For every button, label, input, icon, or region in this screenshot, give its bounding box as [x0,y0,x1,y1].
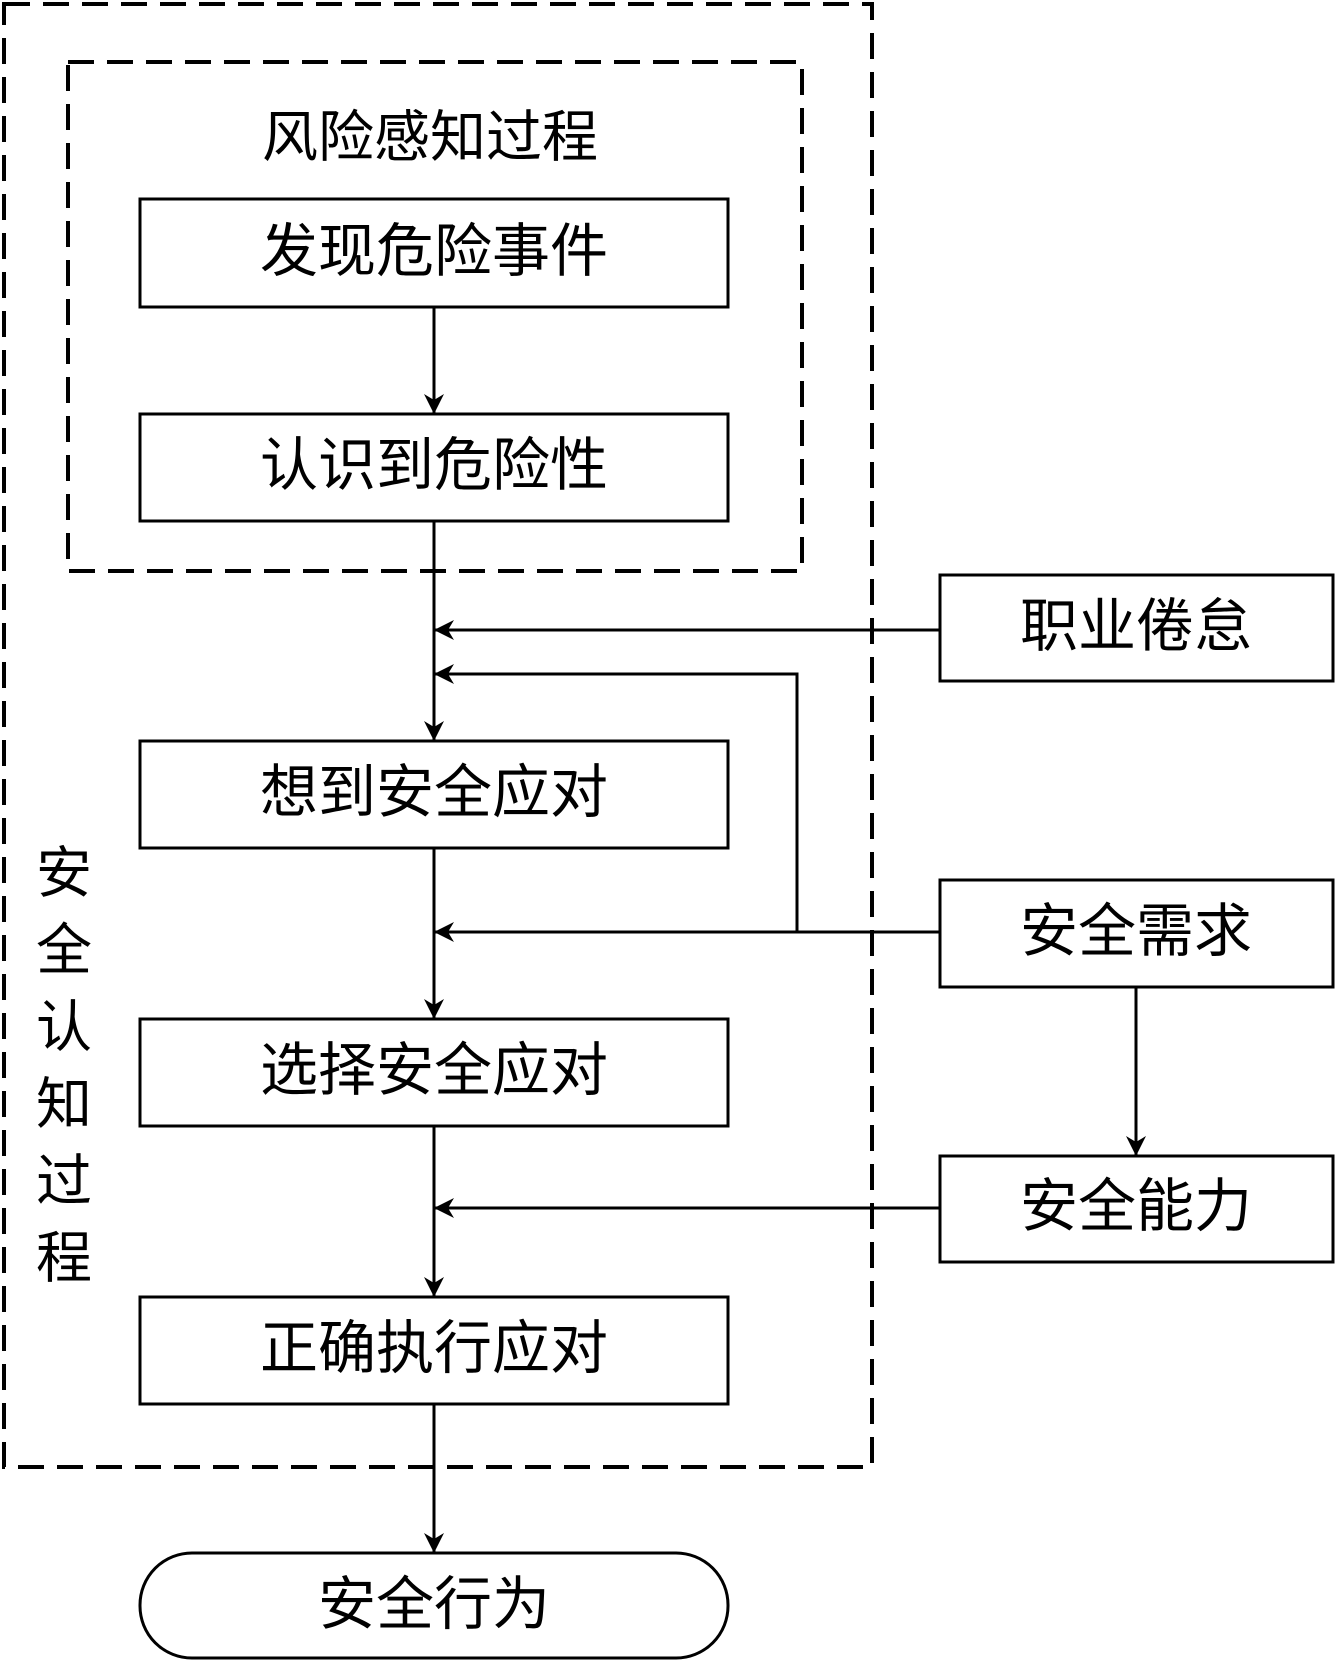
outcome-safe-behavior-label: 安全行为 [318,1570,550,1638]
safety-cognition-char: 安 [36,842,92,907]
step-discover-hazard-label: 发现危险事件 [260,217,608,285]
factor-safety-ability-label: 安全能力 [1020,1172,1252,1240]
safety-cognition-frame [2,2,874,1469]
risk-perception-label: 风险感知过程 [262,106,598,171]
safety-cognition-char: 全 [36,919,92,984]
safety-cognition-char: 程 [36,1227,92,1292]
arrow-need-to-think-stage [434,664,799,932]
step-recognize-danger-label: 认识到危险性 [260,431,608,499]
step-discover-hazard: 发现危险事件 [138,197,730,309]
step-think-response: 想到安全应对 [138,739,730,850]
step-choose-response-label: 选择安全应对 [260,1036,608,1104]
factor-safety-ability: 安全能力 [938,1154,1335,1264]
factor-occupational-burnout-label: 职业倦怠 [1020,592,1252,660]
step-execute-response-label: 正确执行应对 [260,1314,608,1382]
step-think-response-label: 想到安全应对 [260,758,608,826]
safety-cognition-char: 知 [36,1073,92,1138]
safety-cognition-label: 安 全 认 知 过 程 [36,842,92,1292]
factor-safety-need-label: 安全需求 [1020,897,1252,965]
safety-cognition-char: 过 [36,1150,92,1215]
step-recognize-danger: 认识到危险性 [138,412,730,523]
step-choose-response: 选择安全应对 [138,1017,730,1128]
factor-occupational-burnout: 职业倦怠 [938,573,1335,683]
outcome-safe-behavior: 安全行为 [138,1551,730,1660]
factor-safety-need: 安全需求 [938,878,1335,989]
safety-cognition-char: 认 [36,996,92,1061]
step-execute-response: 正确执行应对 [138,1295,730,1406]
